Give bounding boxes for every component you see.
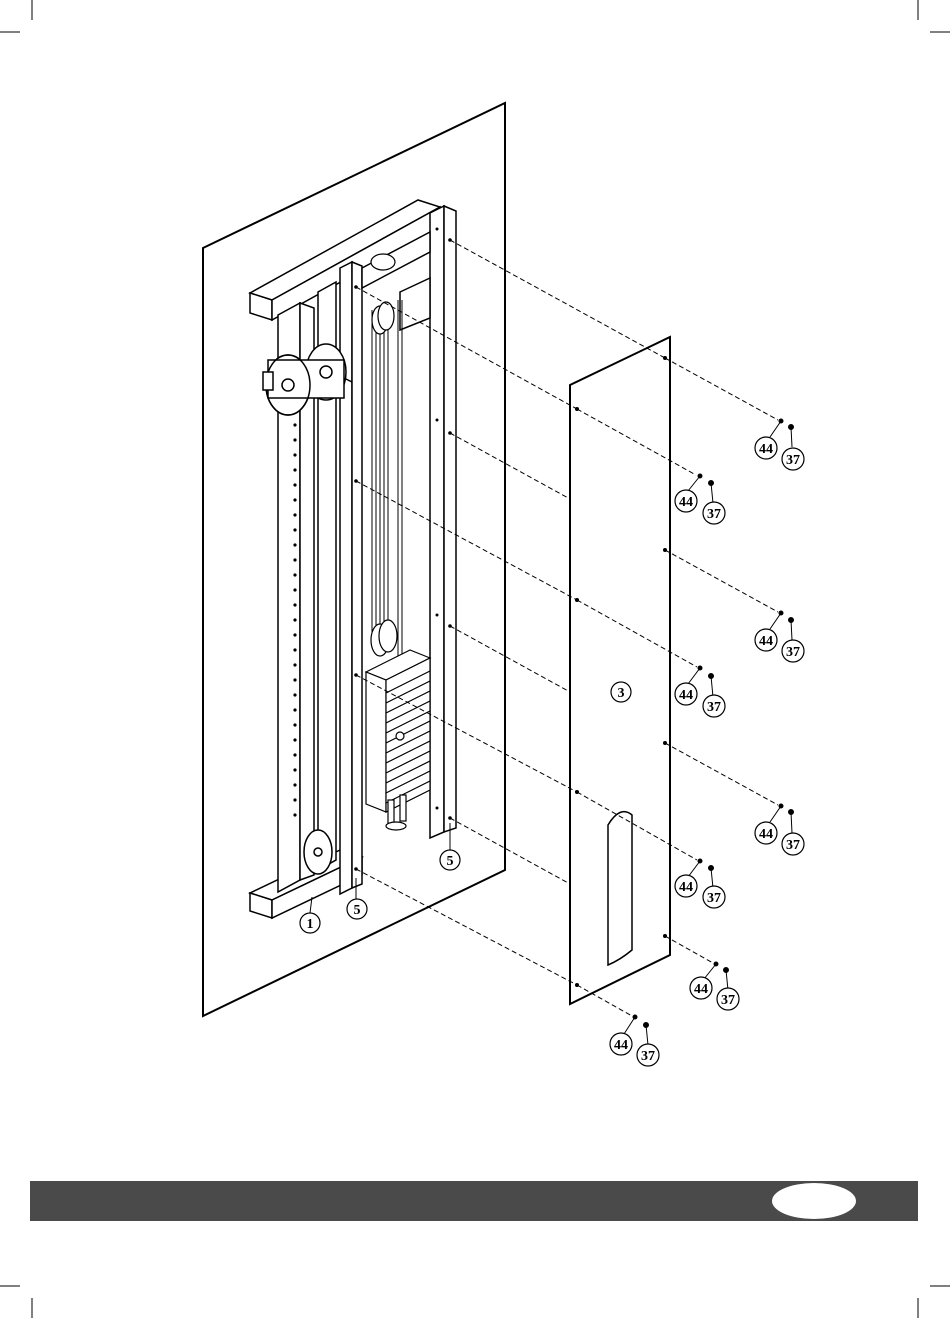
callout-cover-panel: 3 [611, 682, 631, 702]
label-washer: 44 [759, 634, 773, 649]
label-washer: 44 [679, 495, 693, 510]
label-bolt: 37 [721, 993, 735, 1008]
page-number-oval [772, 1183, 856, 1219]
cover-panel [570, 337, 670, 1004]
callout-upright-left: 5 [347, 899, 367, 919]
label-washer: 44 [679, 688, 693, 703]
label-bolt: 37 [707, 891, 721, 906]
label-upright-left: 5 [354, 903, 361, 918]
label-washer: 44 [759, 442, 773, 457]
label-washer: 44 [679, 880, 693, 895]
label-bolt: 37 [641, 1049, 655, 1064]
label-frame: 1 [307, 917, 314, 932]
label-bolt: 37 [786, 645, 800, 660]
label-bolt: 37 [707, 700, 721, 715]
label-bolt: 37 [786, 838, 800, 853]
label-washer: 44 [614, 1038, 628, 1053]
callout-frame: 1 [300, 913, 320, 933]
label-bolt: 37 [786, 453, 800, 468]
label-washer: 44 [694, 982, 708, 997]
label-washer: 44 [759, 827, 773, 842]
callout-upright-right: 5 [440, 850, 460, 870]
label-bolt: 37 [707, 507, 721, 522]
label-upright-right: 5 [447, 854, 454, 869]
bottom-pulley [304, 830, 332, 874]
label-cover-panel: 3 [618, 686, 625, 701]
